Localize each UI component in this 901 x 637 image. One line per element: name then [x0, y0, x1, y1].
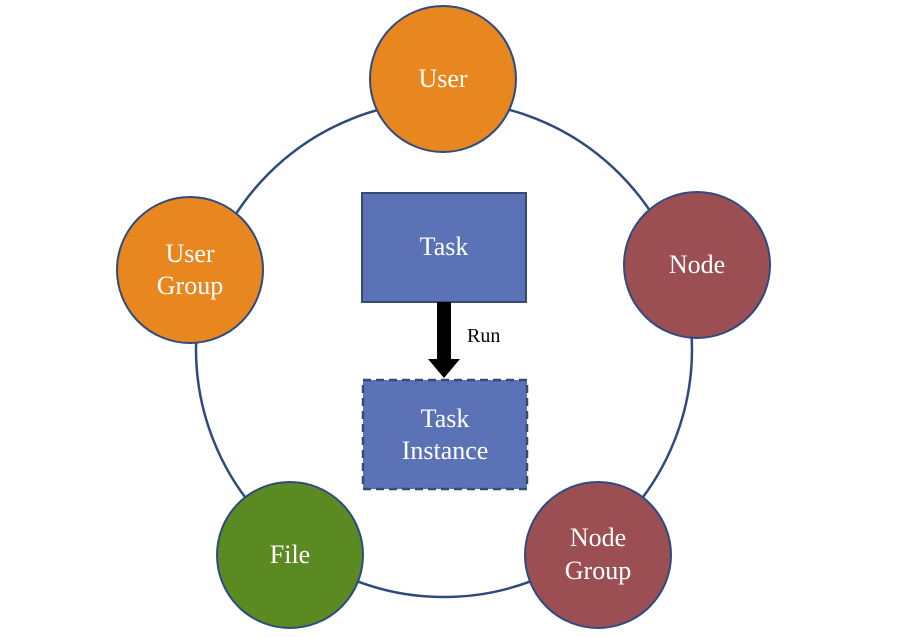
task-entity: Task	[361, 192, 527, 303]
run-edge-label: Run	[467, 325, 500, 347]
node-group-label-line2: Group	[565, 556, 631, 585]
run-arrow	[428, 302, 460, 378]
user-group-entity: User Group	[116, 196, 264, 344]
node-entity: Node	[623, 191, 771, 339]
user-label: User	[418, 64, 467, 93]
file-label: File	[270, 540, 310, 569]
run-arrow-head	[428, 359, 460, 378]
task-instance-box	[361, 378, 529, 491]
node-group-label-line1: Node	[570, 523, 626, 552]
file-circle	[216, 481, 364, 629]
task-box	[361, 192, 527, 303]
user-group-label-line2: Group	[157, 271, 223, 300]
task-instance-label-line2: Instance	[402, 436, 489, 465]
task-instance-label-line1: Task	[421, 404, 470, 433]
node-group-circle	[524, 481, 672, 629]
run-arrow-shaft	[437, 302, 451, 360]
file-entity: File	[216, 481, 364, 629]
user-group-circle	[116, 196, 264, 344]
user-circle	[369, 5, 517, 153]
node-label: Node	[669, 250, 725, 279]
task-instance-entity: Task Instance	[361, 378, 529, 491]
task-label: Task	[420, 232, 469, 261]
node-group-entity: Node Group	[524, 481, 672, 629]
node-circle	[623, 191, 771, 339]
user-entity: User	[369, 5, 517, 153]
user-group-label-line1: User	[165, 239, 214, 268]
